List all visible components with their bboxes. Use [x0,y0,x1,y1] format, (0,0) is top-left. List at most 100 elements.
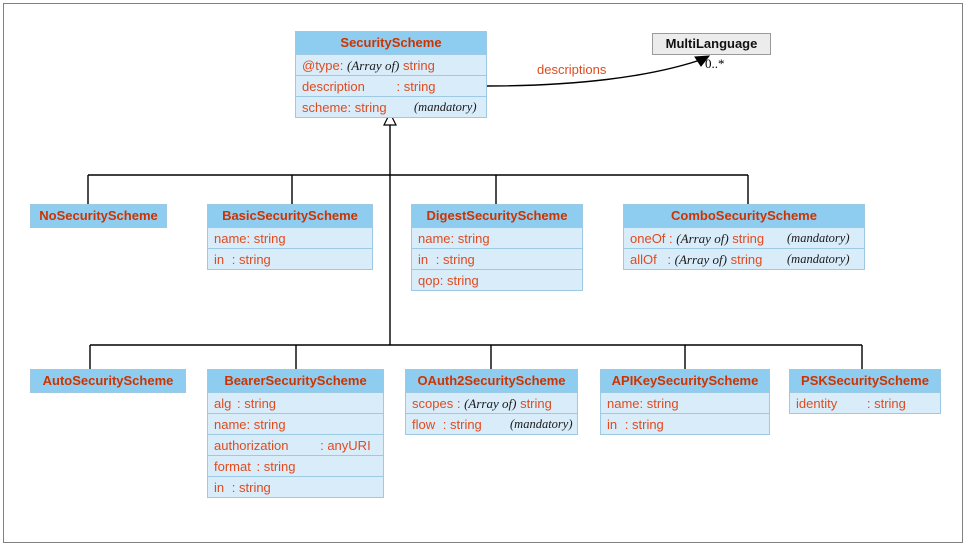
attribute-separator: : [246,231,251,246]
attribute-type: string [457,231,490,246]
attribute-type: string [403,79,436,94]
attribute-name: identity [796,396,838,411]
class-box-apikey-security-scheme[interactable]: APIKeySecurityScheme name: string in : s… [600,369,770,435]
class-box-combo-security-scheme[interactable]: ComboSecurityScheme oneOf : (Array of) s… [623,204,865,270]
attribute-separator: : [442,417,447,432]
attribute-name: oneOf [630,231,666,246]
class-name-no-security-scheme: NoSecurityScheme [31,205,166,227]
class-box-psk-security-scheme[interactable]: PSKSecurityScheme identity : string [789,369,941,414]
association-role-label: descriptions [537,62,607,77]
class-box-no-security-scheme[interactable]: NoSecurityScheme [30,204,167,228]
attribute-separator: : [256,459,261,474]
class-name-apikey-security-scheme: APIKeySecurityScheme [601,370,769,392]
class-attribute-row: oneOf : (Array of) string (mandatory) [624,227,864,248]
attribute-separator: : [320,438,324,453]
attribute-name: name [418,231,451,246]
class-name-digest-security-scheme: DigestSecurityScheme [412,205,582,227]
attribute-separator: : [866,396,871,411]
attribute-name: name [607,396,640,411]
attribute-separator: : [231,480,236,495]
class-attribute-row: qop: string [412,269,582,290]
class-box-oauth2-security-scheme[interactable]: OAuth2SecurityScheme scopes : (Array of)… [405,369,578,435]
attribute-name: qop [418,273,440,288]
attribute-name: scopes [412,396,454,411]
class-name-psk-security-scheme: PSKSecurityScheme [790,370,940,392]
attribute-type: string [874,396,906,411]
attribute-separator: : [667,252,671,267]
attribute-type: string [730,252,763,267]
attribute-type: string [244,396,277,411]
class-attribute-row: in : string [601,413,769,434]
attribute-separator: : [396,79,401,94]
attribute-separator: : [347,100,352,115]
class-name-oauth2-security-scheme: OAuth2SecurityScheme [406,370,577,392]
attribute-type: string [239,480,271,495]
attribute-type: string [520,396,552,411]
attribute-mandatory-flag: (mandatory) [414,100,477,114]
class-box-auto-security-scheme[interactable]: AutoSecurityScheme [30,369,186,393]
attribute-type: string [354,100,387,115]
attribute-type: string [263,459,296,474]
attribute-separator: : [456,396,461,411]
attribute-type: string [446,273,479,288]
class-box-basic-security-scheme[interactable]: BasicSecurityScheme name: string in : st… [207,204,373,270]
generalization-root-stem [383,111,397,175]
attribute-type: string [450,417,482,432]
attribute-name: description [302,79,365,94]
attribute-separator: : [624,417,629,432]
attribute-type: string [239,252,271,267]
class-name-basic-security-scheme: BasicSecurityScheme [208,205,372,227]
class-attribute-row: name: string [412,227,582,248]
generalization-bus-row2 [87,174,749,204]
attribute-type: string [253,417,286,432]
attribute-name: alg [214,396,232,411]
attribute-separator: : [435,252,440,267]
attribute-name: allOf [630,252,657,267]
attribute-separator: : [450,231,455,246]
class-attribute-row: format : string [208,455,383,476]
attribute-separator: : [669,231,673,246]
attribute-name: flow [412,417,436,432]
class-name-combo-security-scheme: ComboSecurityScheme [624,205,864,227]
class-attribute-row: identity : string [790,392,940,413]
attribute-separator: : [231,252,236,267]
class-box-multilanguage[interactable]: MultiLanguage [652,33,771,55]
attribute-name: in [607,417,618,432]
attribute-name: authorization [214,438,289,453]
class-attribute-row: @type: (Array of) string [296,54,486,75]
attribute-separator: : [246,417,251,432]
attribute-type: string [732,231,765,246]
class-attribute-row: flow : string (mandatory) [406,413,577,434]
class-attribute-row: alg : string [208,392,383,413]
class-attribute-row: scheme: string (mandatory) [296,96,486,117]
attribute-separator: : [639,396,644,411]
class-attribute-row: name: string [601,392,769,413]
attribute-name: @type [302,58,340,73]
attribute-type: anyURI [327,438,371,453]
attribute-type: string [443,252,475,267]
class-name-bearer-security-scheme: BearerSecurityScheme [208,370,383,392]
class-box-digest-security-scheme[interactable]: DigestSecurityScheme name: string in : s… [411,204,583,291]
class-attribute-row: in : string [208,248,372,269]
attribute-name: in [418,252,429,267]
association-multiplicity-label: 0..* [705,56,725,71]
class-attribute-row: scopes : (Array of) string [406,392,577,413]
attribute-arrayof: (Array of) [674,252,727,267]
attribute-name: format [214,459,251,474]
class-box-security-scheme[interactable]: SecurityScheme @type: (Array of) string … [295,31,487,118]
class-attribute-row: description : string [296,75,486,96]
page-border [3,3,963,543]
class-attribute-row: authorization : anyURI [208,434,383,455]
attribute-separator: : [439,273,444,288]
attribute-type: string [646,396,679,411]
attribute-separator: : [339,58,344,73]
attribute-mandatory-flag: (mandatory) [510,417,573,431]
attribute-name: name [214,417,247,432]
attribute-type: string [632,417,664,432]
class-attribute-row: name: string [208,227,372,248]
class-box-bearer-security-scheme[interactable]: BearerSecurityScheme alg : string name: … [207,369,384,498]
class-attribute-row: allOf : (Array of) string (mandatory) [624,248,864,269]
attribute-arrayof: (Array of) [676,231,729,246]
attribute-name: scheme [302,100,348,115]
